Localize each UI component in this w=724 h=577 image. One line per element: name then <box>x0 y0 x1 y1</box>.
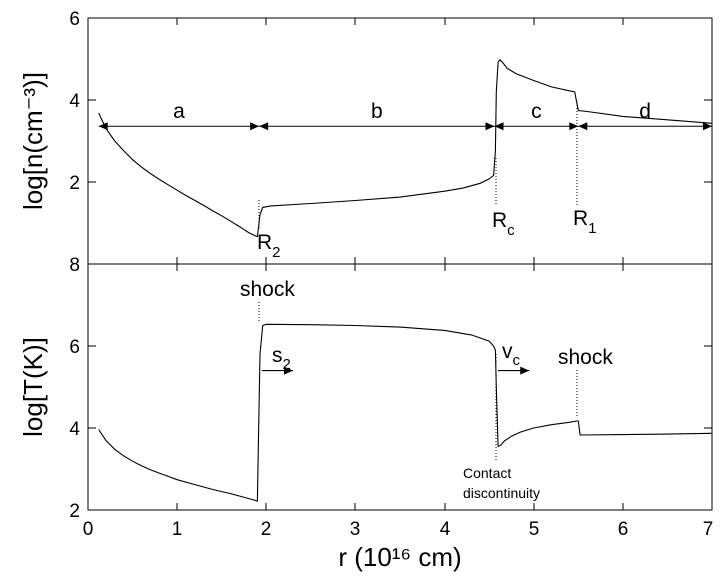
r1-label: R1 <box>573 207 597 237</box>
bottom-ytick-label-8: 8 <box>69 255 80 276</box>
region-b-label: b <box>371 100 383 123</box>
top-panel: 6 4 2 log[n(cm⁻³)] a <box>18 9 713 265</box>
region-a-label: a <box>173 100 185 123</box>
bottom-y-axis-label: log[T(K)] <box>18 337 48 437</box>
region-d: d <box>578 100 712 131</box>
x-axis-label: r (10¹⁶ cm) <box>338 542 461 572</box>
bottom-panel: 8 6 4 2 0 1 2 3 <box>18 255 713 572</box>
shock-label-left: shock <box>240 278 295 301</box>
top-ytick-6: 6 <box>69 9 712 30</box>
radius-markers: R2 Rc R1 <box>257 102 597 261</box>
bottom-ytick-6: 6 <box>69 337 712 358</box>
region-a-left-arrowhead <box>98 122 108 131</box>
region-d-label: d <box>639 100 651 123</box>
top-ytick-4: 4 <box>69 91 712 112</box>
top-y-axis-label: log[n(cm⁻³)] <box>18 72 48 210</box>
bottom-temperature-curve <box>98 323 713 502</box>
bottom-ytick-label-6: 6 <box>69 337 80 358</box>
discontinuity-label: discontinuity <box>463 485 540 501</box>
vc-velocity-arrow: vc <box>498 340 530 375</box>
xtick-label-7: 7 <box>703 519 714 540</box>
rc-subscript: c <box>507 222 515 239</box>
rc-base: R <box>492 209 507 232</box>
s2-arrowhead <box>284 366 294 375</box>
contact-label: Contact <box>463 465 511 481</box>
region-b-right-arrowhead <box>485 122 495 131</box>
xtick-label-5: 5 <box>529 519 540 540</box>
s2-base: s <box>272 344 283 367</box>
shock-label-right: shock <box>558 346 613 369</box>
s2-subscript: 2 <box>283 356 291 373</box>
vc-label: vc <box>502 340 521 369</box>
vc-subscript: c <box>513 352 521 369</box>
bottom-plot-frame <box>87 263 713 511</box>
region-b-left-arrowhead <box>259 122 269 131</box>
xtick-label-0: 0 <box>83 519 94 540</box>
vc-arrowhead <box>520 366 530 375</box>
region-c-right-arrowhead <box>569 122 579 131</box>
bottom-ytick-4: 4 <box>69 419 712 440</box>
region-b: b <box>259 100 495 131</box>
top-plot-frame <box>87 17 713 265</box>
xtick-label-1: 1 <box>172 519 183 540</box>
top-ytick-label-2: 2 <box>69 173 80 194</box>
region-markers: a b c d <box>98 100 712 131</box>
r1-base: R <box>573 207 588 230</box>
region-d-left-arrowhead <box>578 122 588 131</box>
top-density-curve <box>98 58 713 237</box>
rc-label: Rc <box>492 209 515 239</box>
r2-subscript: 2 <box>272 244 280 261</box>
bottom-xticks <box>176 264 624 510</box>
region-d-right-arrowhead <box>703 122 712 131</box>
region-a-right-arrowhead <box>250 122 260 131</box>
r2-base: R <box>257 231 272 254</box>
top-ytick-label-4: 4 <box>69 91 80 112</box>
s2-label: s2 <box>272 344 291 373</box>
r2-label: R2 <box>257 231 281 261</box>
r1-subscript: 1 <box>588 220 596 237</box>
x-tick-labels: 0 1 2 3 4 5 6 7 <box>83 519 714 540</box>
xtick-label-4: 4 <box>440 519 451 540</box>
bottom-annotations: shock shock Contact discontinuity s2 vc <box>240 278 613 501</box>
top-ytick-2: 2 <box>69 173 712 194</box>
region-c-left-arrowhead <box>494 122 504 131</box>
xtick-label-3: 3 <box>350 519 361 540</box>
region-c-label: c <box>531 100 542 123</box>
s2-velocity-arrow: s2 <box>261 344 294 375</box>
region-c: c <box>494 100 579 131</box>
bottom-ytick-label-2: 2 <box>69 501 80 522</box>
top-xticks <box>176 18 624 264</box>
bottom-ytick-8: 8 <box>69 255 712 276</box>
vc-base: v <box>502 340 513 363</box>
xtick-label-2: 2 <box>261 519 272 540</box>
bottom-ytick-2: 2 <box>69 501 712 522</box>
top-ytick-label-6: 6 <box>69 9 80 30</box>
xtick-label-6: 6 <box>618 519 629 540</box>
region-a: a <box>98 100 260 131</box>
bottom-ytick-label-4: 4 <box>69 419 80 440</box>
